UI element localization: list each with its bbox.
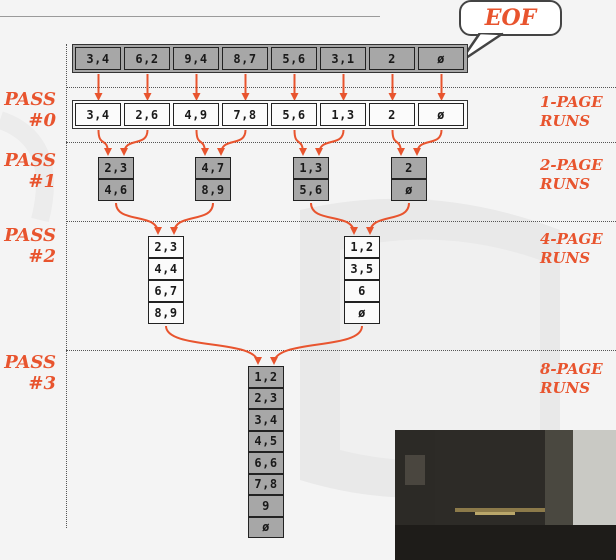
run-label-2page: 2-PAGE RUNS bbox=[540, 156, 603, 194]
arrow bbox=[170, 202, 214, 235]
pass-label-0-line1: PASS bbox=[4, 89, 56, 110]
arrow bbox=[120, 129, 149, 156]
input-page-6: 2 bbox=[369, 47, 415, 70]
run-label-2page-line2: RUNS bbox=[540, 175, 591, 193]
pass3-page-1: 2,3 bbox=[248, 387, 284, 409]
run-label-4page-line1: 4-PAGE bbox=[540, 230, 603, 248]
pass1-run0-page1: 4,6 bbox=[98, 179, 134, 201]
pass0-page-0: 3,4 bbox=[75, 103, 121, 126]
pass3-page-5: 7,8 bbox=[248, 473, 284, 495]
pass3-page-0: 1,2 bbox=[248, 366, 284, 388]
arrow bbox=[115, 202, 162, 235]
pass2-run0-page3: 8,9 bbox=[148, 302, 184, 324]
pass2-run0-page2: 6,7 bbox=[148, 280, 184, 302]
arrow bbox=[315, 129, 345, 156]
pass-label-2-line2: #2 bbox=[28, 246, 56, 267]
eof-label: EOF bbox=[484, 5, 537, 31]
arrow bbox=[270, 325, 363, 365]
pass2-run0-page0: 2,3 bbox=[148, 236, 184, 258]
arrow bbox=[366, 202, 410, 235]
speaker-video-thumbnail bbox=[395, 430, 616, 560]
eof-callout-bubble: EOF bbox=[459, 0, 562, 36]
arrow bbox=[165, 325, 262, 365]
pass2-run0-page1: 4,4 bbox=[148, 258, 184, 280]
run-label-1page-line2: RUNS bbox=[540, 112, 591, 130]
arrow bbox=[97, 129, 112, 156]
pass1-run2-page0: 1,3 bbox=[293, 157, 329, 179]
pass-label-3-line1: PASS bbox=[4, 352, 56, 373]
arrow bbox=[217, 129, 247, 156]
input-page-4: 5,6 bbox=[271, 47, 317, 70]
pass-label-1-line2: #1 bbox=[28, 171, 56, 192]
run-label-8page: 8-PAGE RUNS bbox=[540, 360, 603, 398]
input-page-0: 3,4 bbox=[75, 47, 121, 70]
run-label-1page-line1: 1-PAGE bbox=[540, 93, 603, 111]
pass3-page-2: 3,4 bbox=[248, 409, 284, 431]
pass1-run1-page1: 8,9 bbox=[195, 179, 231, 201]
video-frame-image bbox=[395, 430, 616, 560]
pass3-page-6: 9 bbox=[248, 495, 284, 517]
arrow bbox=[413, 129, 443, 156]
pass0-page-6: 2 bbox=[369, 103, 415, 126]
pass0-page-2: 4,9 bbox=[173, 103, 219, 126]
arrow bbox=[391, 129, 405, 156]
pass1-run1-page0: 4,7 bbox=[195, 157, 231, 179]
run-label-8page-line1: 8-PAGE bbox=[540, 360, 603, 378]
run-label-2page-line1: 2-PAGE bbox=[540, 156, 603, 174]
separator-pass3 bbox=[66, 350, 616, 351]
input-page-3: 8,7 bbox=[222, 47, 268, 70]
run-label-4page-line2: RUNS bbox=[540, 249, 591, 267]
run-label-4page: 4-PAGE RUNS bbox=[540, 230, 603, 268]
arrow bbox=[195, 129, 209, 156]
pass1-run0-page0: 2,3 bbox=[98, 157, 134, 179]
separator-pass0 bbox=[66, 87, 616, 88]
pass1-run2-page1: 5,6 bbox=[293, 179, 329, 201]
pass-label-1: PASS #1 bbox=[2, 150, 56, 192]
run-label-1page: 1-PAGE RUNS bbox=[540, 93, 603, 131]
pass-label-0: PASS #0 bbox=[2, 89, 56, 131]
pass3-page-4: 6,6 bbox=[248, 452, 284, 474]
pass0-page-5: 1,3 bbox=[320, 103, 366, 126]
pass1-run3-page0: 2 bbox=[391, 157, 427, 179]
pass-label-2: PASS #2 bbox=[2, 225, 56, 267]
left-guide-line bbox=[66, 44, 67, 528]
top-rule bbox=[0, 16, 380, 17]
pass3-page-3: 4,5 bbox=[248, 430, 284, 452]
input-page-2: 9,4 bbox=[173, 47, 219, 70]
pass0-page-4: 5,6 bbox=[271, 103, 317, 126]
eof-bubble-tail bbox=[458, 30, 504, 64]
pass-label-3-line2: #3 bbox=[28, 373, 56, 394]
pass-label-2-line1: PASS bbox=[4, 225, 56, 246]
pass-label-1-line1: PASS bbox=[4, 150, 56, 171]
input-page-1: 6,2 bbox=[124, 47, 170, 70]
pass1-run3-page1: ø bbox=[391, 179, 427, 201]
separator-pass1 bbox=[66, 142, 616, 143]
input-page-5: 3,1 bbox=[320, 47, 366, 70]
pass0-page-1: 2,6 bbox=[124, 103, 170, 126]
pass2-run1-page2: 6 bbox=[344, 280, 380, 302]
pass-label-3: PASS #3 bbox=[2, 352, 56, 394]
arrow bbox=[293, 129, 307, 156]
arrow bbox=[310, 202, 358, 235]
pass2-run1-page3: ø bbox=[344, 302, 380, 324]
pass2-run1-page1: 3,5 bbox=[344, 258, 380, 280]
pass-label-0-line2: #0 bbox=[28, 110, 56, 131]
pass0-page-7: ø bbox=[418, 103, 464, 126]
input-page-7: ø bbox=[418, 47, 464, 70]
pass2-run1-page0: 1,2 bbox=[344, 236, 380, 258]
pass0-page-3: 7,8 bbox=[222, 103, 268, 126]
run-label-8page-line2: RUNS bbox=[540, 379, 591, 397]
separator-pass2 bbox=[66, 221, 616, 222]
pass3-page-7: ø bbox=[248, 516, 284, 538]
